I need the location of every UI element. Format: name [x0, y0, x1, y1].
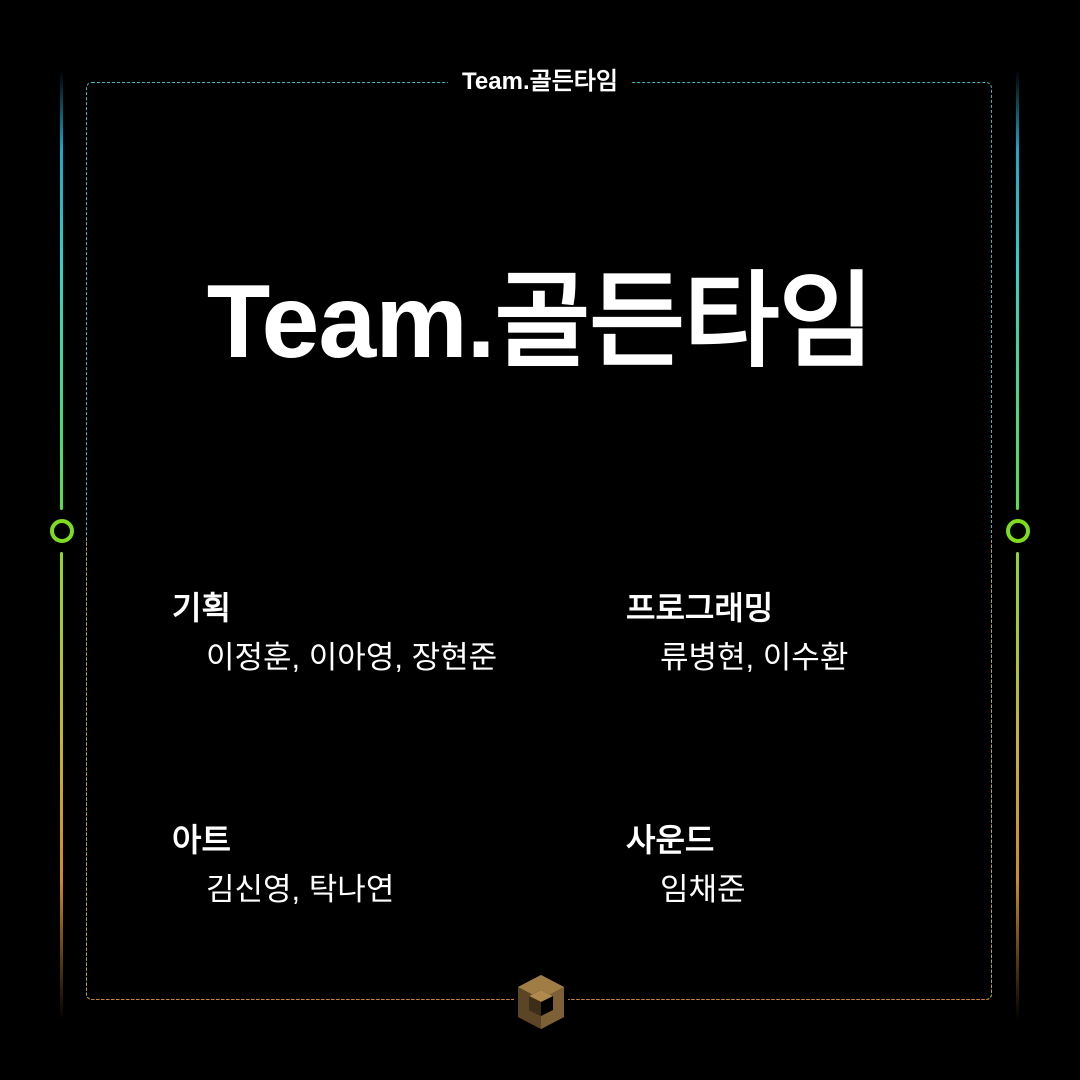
credit-members: 임채준 — [660, 872, 746, 907]
cube-logo-icon — [514, 972, 568, 1032]
credit-section-sound: 사운드 임채준 — [626, 820, 746, 910]
credit-section-programming: 프로그래밍 류병현, 이수환 — [626, 588, 848, 678]
credit-role: 아트 — [172, 822, 231, 858]
right-rail-top — [1016, 70, 1019, 510]
left-rail-top — [60, 70, 63, 510]
header-small-title: Team.골든타임 — [448, 66, 632, 98]
credit-members: 김신영, 탁나연 — [206, 872, 395, 907]
credit-section-planning: 기획 이정훈, 이아영, 장현준 — [172, 588, 497, 678]
left-rail-bottom — [60, 552, 63, 1020]
credit-members: 이정훈, 이아영, 장현준 — [206, 640, 498, 675]
credit-role: 기획 — [172, 590, 231, 626]
credit-role: 프로그래밍 — [626, 590, 774, 626]
main-title: Team.골든타임 — [206, 264, 875, 380]
credit-members: 류병현, 이수환 — [660, 640, 849, 675]
header-label: Team.골든타임 — [0, 66, 1080, 98]
left-ring-marker-icon — [50, 519, 74, 543]
right-rail-bottom — [1016, 552, 1019, 1020]
credit-section-art: 아트 김신영, 탁나연 — [172, 820, 394, 910]
right-ring-marker-icon — [1006, 519, 1030, 543]
credit-role: 사운드 — [626, 822, 715, 858]
